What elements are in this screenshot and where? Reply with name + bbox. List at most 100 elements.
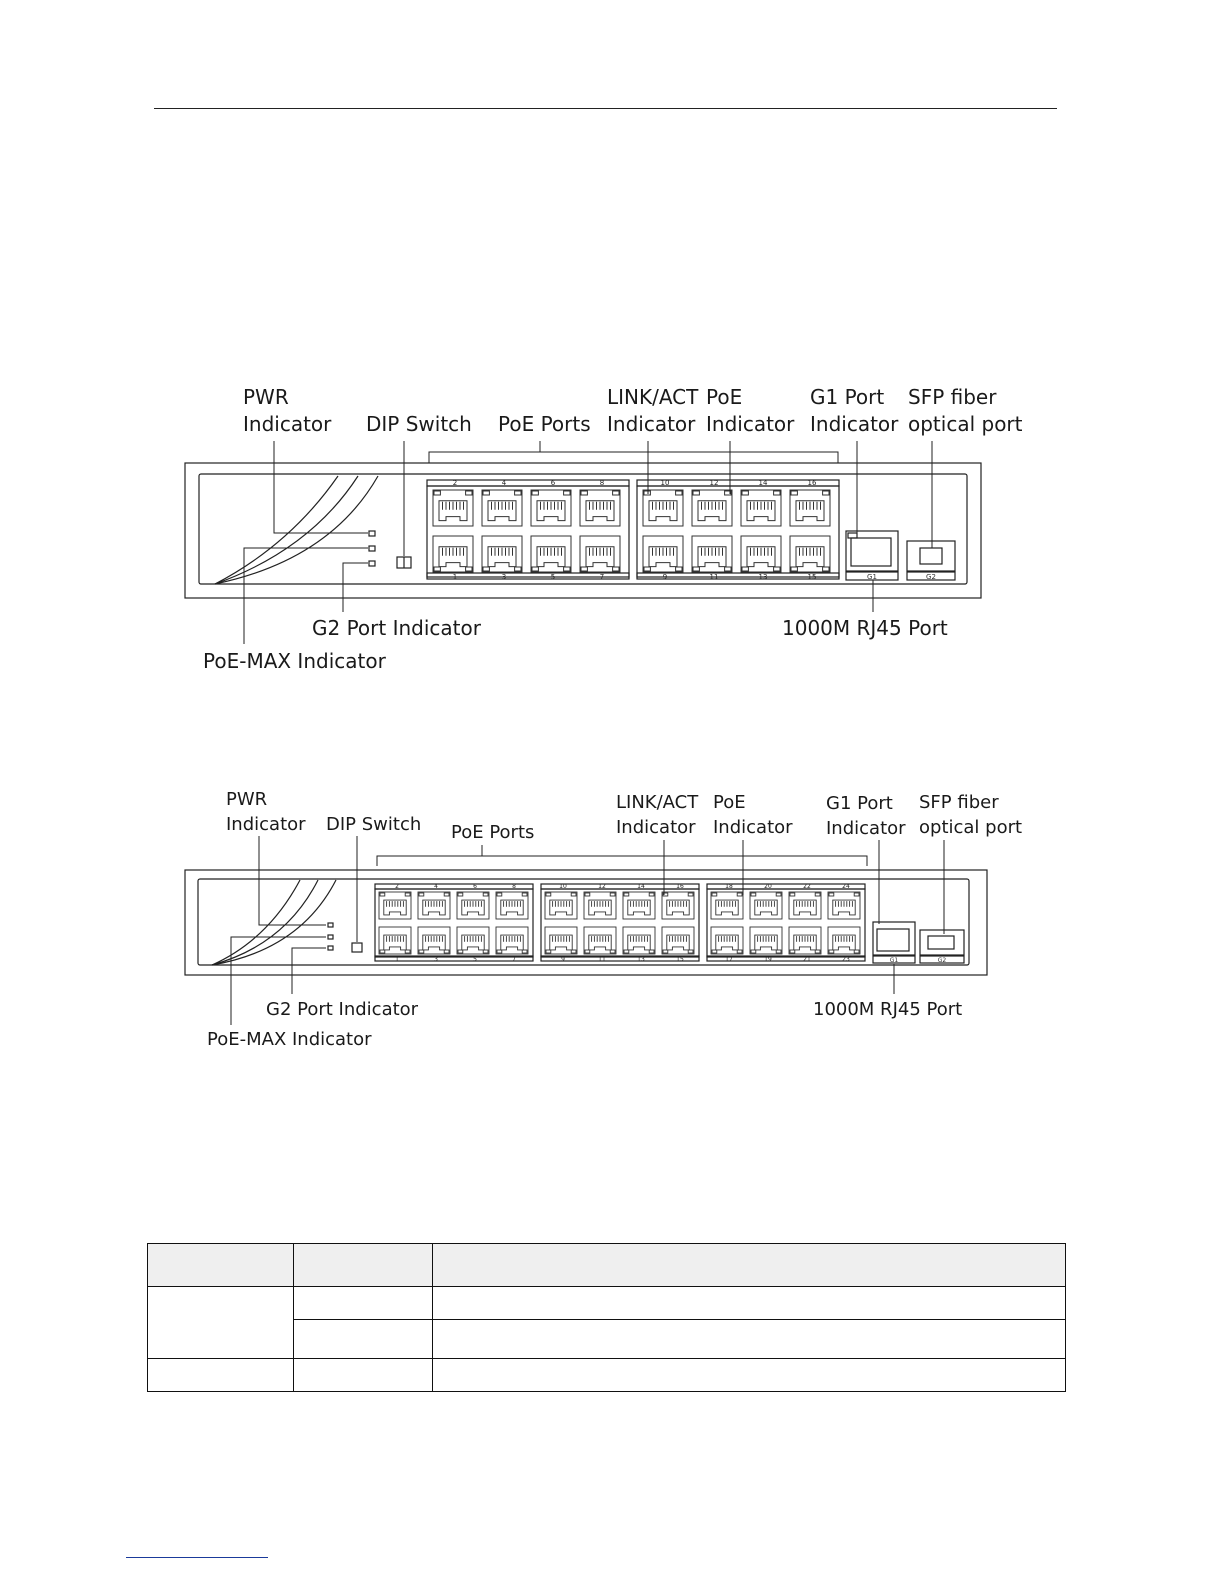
poe-led <box>570 949 577 954</box>
rj45-port <box>432 489 474 527</box>
port-number: 15 <box>676 956 684 963</box>
poe-led <box>736 892 743 897</box>
g2-port-number: G2 <box>926 573 936 581</box>
link-act-led <box>750 949 757 954</box>
rj45-port <box>417 926 451 955</box>
rj45-port <box>481 535 523 573</box>
port-number: 11 <box>710 573 719 581</box>
link-act-led <box>584 949 591 954</box>
rj45-port <box>642 489 684 527</box>
g2-port-number: G2 <box>938 957 947 964</box>
poe-led <box>675 490 683 496</box>
port-number: 9 <box>561 956 565 963</box>
table-header-cell <box>293 1243 433 1287</box>
poe-led <box>443 949 450 954</box>
poe-indicator-label: Indicator <box>706 412 795 436</box>
link-act-led <box>643 490 651 496</box>
poe-led <box>563 566 571 572</box>
link-act-led <box>496 892 503 897</box>
poe-led <box>443 892 450 897</box>
rj45-port-label: 1000M RJ45 Port <box>782 616 948 640</box>
pwr-led <box>327 922 334 928</box>
link-act-led <box>531 490 539 496</box>
g1-port-indicator-label: G1 Port <box>810 385 884 409</box>
rj45-port <box>827 891 861 920</box>
table-cell <box>147 1358 294 1392</box>
link-act-led <box>741 490 749 496</box>
rj45-port <box>579 489 621 527</box>
link-act-led <box>433 490 441 496</box>
poe-led <box>853 892 860 897</box>
poe-led <box>736 949 743 954</box>
g2-led <box>327 945 334 951</box>
dip-switch <box>351 942 363 953</box>
pwr-indicator-label: PWR <box>243 385 289 409</box>
rj45-port <box>788 926 822 955</box>
link-act-led <box>741 566 749 572</box>
poe-led <box>773 566 781 572</box>
panel-curve <box>211 879 337 966</box>
port-number: 16 <box>808 479 817 487</box>
poe-led <box>609 949 616 954</box>
port-number: 24 <box>842 883 850 890</box>
poe-indicator-label: PoE <box>713 792 746 813</box>
port-number: 4 <box>434 883 438 890</box>
rj45-port <box>642 535 684 573</box>
g1-port-indicator-label: Indicator <box>826 818 906 839</box>
g1-rj45-port <box>845 530 899 572</box>
link-act-led <box>750 892 757 897</box>
poe-led <box>687 892 694 897</box>
table-cell <box>432 1358 1066 1392</box>
pwr-indicator-label: Indicator <box>243 412 332 436</box>
port-number: 16 <box>676 883 684 890</box>
sfp-port-label: SFP fiber <box>908 385 997 409</box>
poe-led <box>814 892 821 897</box>
sfp-port-label: SFP fiber <box>919 792 999 813</box>
port-number: 1 <box>395 956 399 963</box>
link-act-led <box>662 892 669 897</box>
table-cell <box>432 1319 1066 1359</box>
table-cell <box>147 1286 294 1359</box>
port-number: 15 <box>808 573 817 581</box>
pwr-indicator-label: Indicator <box>226 814 306 835</box>
link-act-led <box>580 566 588 572</box>
port-number: 6 <box>473 883 477 890</box>
poe-led <box>612 490 620 496</box>
port-number: 3 <box>502 573 506 581</box>
poe-led <box>648 949 655 954</box>
port-number: 13 <box>637 956 645 963</box>
poe-led <box>404 949 411 954</box>
rj45-port <box>710 926 744 955</box>
port-number: 14 <box>759 479 768 487</box>
poe-max-indicator-label: PoE-MAX Indicator <box>203 649 387 673</box>
rj45-port <box>378 891 412 920</box>
poe-led <box>724 566 732 572</box>
port-number: 1 <box>453 573 457 581</box>
poemax-led <box>368 545 376 552</box>
port-number: 20 <box>764 883 772 890</box>
port-number: 23 <box>842 956 850 963</box>
rj45-port <box>622 926 656 955</box>
rj45-port <box>495 926 529 955</box>
chassis-outline <box>184 462 982 599</box>
g2-port-indicator-label: G2 Port Indicator <box>266 999 419 1020</box>
pwr-led <box>368 530 376 537</box>
table-cell <box>293 1319 433 1359</box>
g1-rj45-port <box>872 921 916 956</box>
rj45-port <box>456 926 490 955</box>
link-act-led <box>790 566 798 572</box>
port-number: 17 <box>725 956 733 963</box>
table-row <box>147 1358 1066 1392</box>
port-number: 8 <box>600 479 604 487</box>
rj45-port <box>456 891 490 920</box>
link-act-led <box>711 892 718 897</box>
rj45-port <box>583 926 617 955</box>
link-act-led <box>828 892 835 897</box>
link-act-led <box>379 949 386 954</box>
port-block-2 <box>636 485 840 578</box>
rj45-port-label: 1000M RJ45 Port <box>813 999 962 1020</box>
link-act-led <box>584 892 591 897</box>
poe-led <box>724 490 732 496</box>
rj45-port <box>691 489 733 527</box>
rj45-port <box>530 535 572 573</box>
